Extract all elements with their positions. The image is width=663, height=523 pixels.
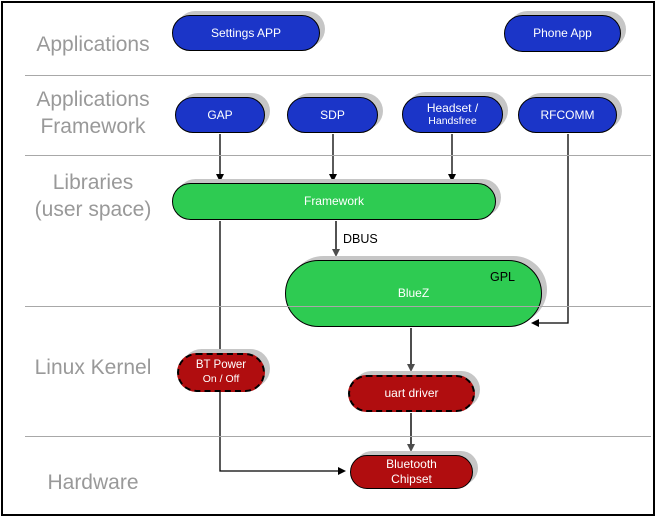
layer-label-line: Hardware [47,471,139,494]
node-label: Framework [303,194,364,209]
node-label: uart driver [384,386,439,401]
layer-label-line: (user space) [34,198,152,221]
gpl-badge: GPL [489,270,515,284]
node-sublabel: On / Off [202,373,240,386]
node-label: Phone App [533,26,592,41]
layer-label-libraries-user-space: Libraries (user space) [14,169,172,223]
diagram-frame [1,1,655,516]
node-sublabel: Handsfree [428,115,477,128]
node-label: BT Power [195,359,247,372]
node-headset-handsfree: Headset / Handsfree [402,96,503,133]
layer-label-applications: Applications [14,31,172,58]
node-settings-app: Settings APP [172,15,320,51]
layer-label-line: Libraries [52,171,134,194]
layer-label-hardware: Hardware [14,469,172,496]
node-framework: Framework [172,183,496,220]
node-label: Settings APP [210,25,282,40]
layer-label-linux-kernel: Linux Kernel [14,354,172,381]
node-label: Headset / [426,101,479,115]
node-label: BlueZ [397,286,430,301]
layer-label-line: Framework [40,115,146,138]
node-bluez: GPL BlueZ [285,260,542,327]
node-label: GAP [207,107,233,122]
node-label: Bluetooth [386,457,437,471]
node-gap: GAP [175,97,265,133]
node-sdp: SDP [287,97,378,133]
layer-label-line: Applications [36,88,150,111]
node-bluetooth-chipset: Bluetooth Chipset [350,455,473,489]
edge-label-dbus: DBUS [343,232,378,246]
node-label: SDP [320,107,345,122]
node-sublabel: Chipset [391,472,432,486]
layer-label-line: Applications [36,33,150,56]
node-phone-app: Phone App [504,15,621,52]
node-rfcomm: RFCOMM [518,97,617,133]
node-uart-driver: uart driver [348,375,475,412]
node-bt-power-on-off: BT Power On / Off [177,353,265,392]
layer-label-applications-framework: Applications Framework [14,86,172,140]
layer-label-line: Linux Kernel [34,356,152,379]
node-label: RFCOMM [540,107,595,122]
